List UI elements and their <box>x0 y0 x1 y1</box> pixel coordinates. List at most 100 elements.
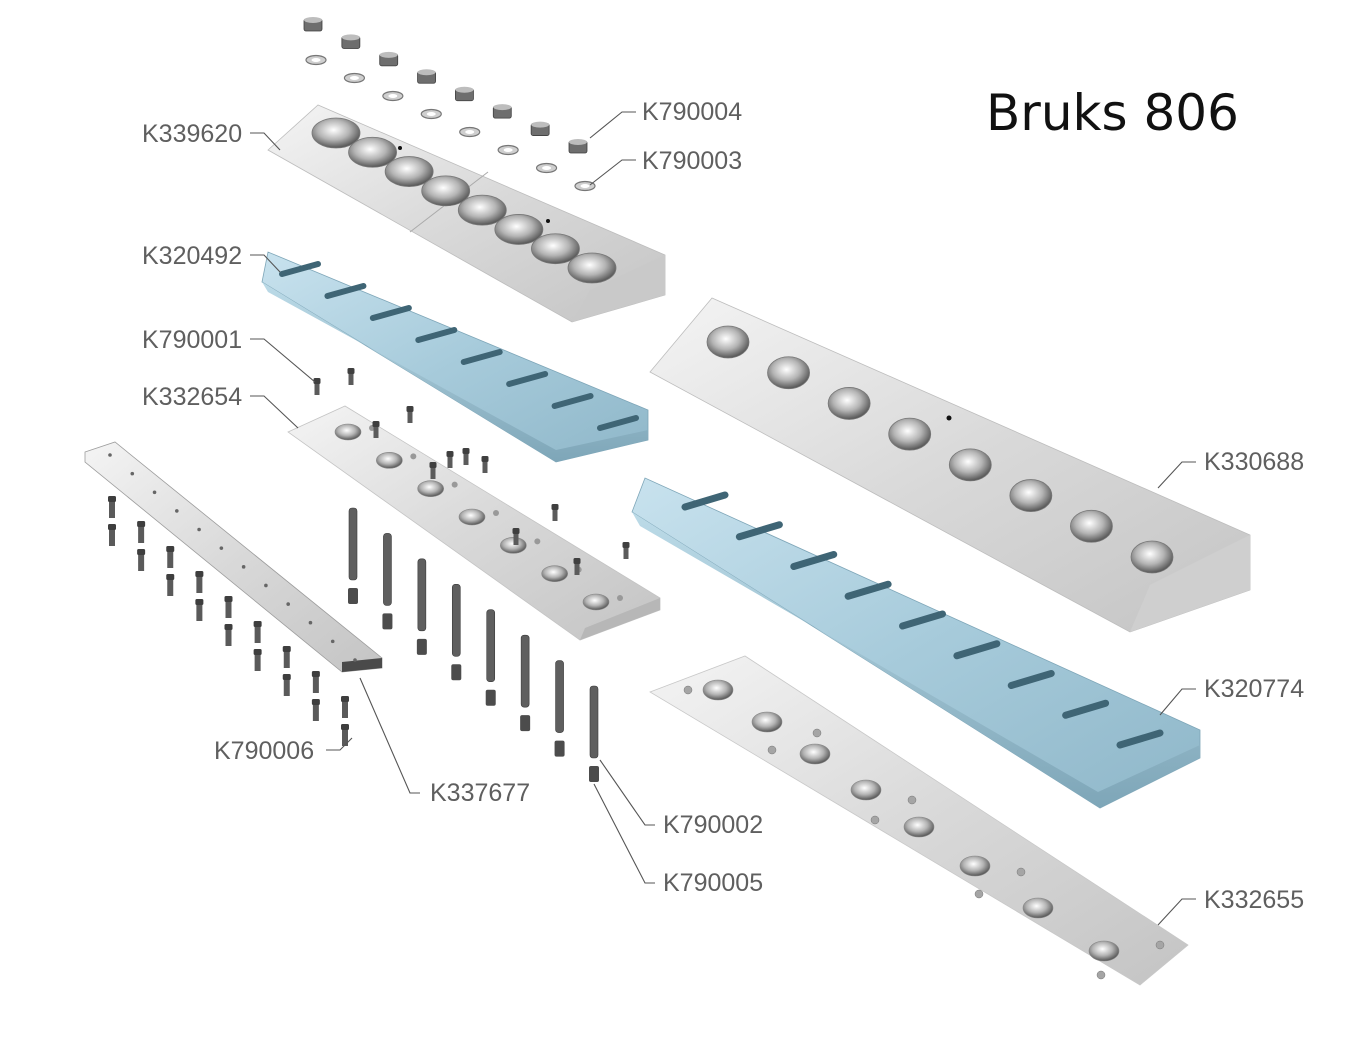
blade-slot <box>369 305 412 321</box>
stud <box>486 609 496 683</box>
counterbore-hole <box>706 325 750 359</box>
small-hole <box>1016 867 1026 877</box>
diagram-title: Bruks 806 <box>986 84 1239 142</box>
label-nut: K790004 <box>642 98 743 126</box>
small-hole <box>683 685 693 695</box>
nut-top <box>531 121 550 128</box>
bolt-head <box>166 546 175 552</box>
small-hole <box>1155 940 1165 950</box>
cap-screw-head <box>573 558 581 564</box>
bolt-shank <box>312 703 319 721</box>
cap-screw-shank <box>552 508 558 521</box>
bolt-shank <box>167 550 174 568</box>
cap-screw-head <box>347 368 355 374</box>
bolt-head <box>195 599 204 605</box>
stud <box>383 533 392 606</box>
leader-line <box>1157 461 1196 489</box>
counterbore-hole <box>799 743 831 765</box>
bolt-shank <box>312 675 319 693</box>
counterbore-hole <box>1022 897 1054 919</box>
bolts-group <box>108 496 349 746</box>
counterbore-hole <box>541 565 568 582</box>
cap-screw-shank <box>348 372 354 385</box>
bar-hole <box>197 527 201 532</box>
stud <box>348 507 358 581</box>
counterbore-hole <box>582 593 610 611</box>
washer-hole <box>388 94 398 98</box>
bar-hole <box>175 509 179 513</box>
bolt-head <box>166 574 175 580</box>
cap-screw-head <box>622 542 630 548</box>
blade-slot <box>551 393 594 409</box>
bar-hole <box>152 490 157 495</box>
counterbore-hole <box>850 779 882 801</box>
blade-slot <box>1062 699 1110 719</box>
blade-slot <box>415 327 458 343</box>
blade-slot <box>844 580 892 600</box>
flat-bar-end <box>342 658 382 672</box>
counterbore-hole <box>959 855 991 877</box>
small-hole <box>410 453 417 460</box>
blade-slot <box>953 640 1001 660</box>
blade-slot <box>681 491 729 511</box>
bar-hole <box>353 658 357 662</box>
label-cap-screw: K790001 <box>142 326 243 354</box>
label-small-base: K332654 <box>142 383 243 411</box>
stud <box>555 660 564 733</box>
bolt-head <box>253 649 262 655</box>
sleeve <box>589 766 599 782</box>
blade-slot <box>1116 729 1164 749</box>
nut-top <box>341 34 360 41</box>
counterbore-hole <box>1070 509 1113 543</box>
blade-slot <box>899 610 946 630</box>
leader-line <box>250 132 281 151</box>
cap-screw-head <box>372 421 380 427</box>
small-hole <box>974 889 984 899</box>
flat-bar-top <box>84 441 383 673</box>
nut-top <box>417 69 436 76</box>
bolt-shank <box>254 625 261 643</box>
bolt-shank <box>283 678 290 696</box>
cap-screw-head <box>429 462 437 468</box>
bolt-shank <box>138 553 145 571</box>
part-flat-bar <box>84 441 383 673</box>
sleeve <box>554 740 565 757</box>
sleeve <box>520 715 531 732</box>
small-blade-bevel <box>262 282 648 462</box>
small-hole <box>767 745 777 755</box>
countersunk-hole <box>567 252 617 284</box>
cap-screw-head <box>313 378 321 384</box>
leader-line <box>1159 688 1196 716</box>
bar-hole <box>330 639 335 644</box>
bar-hole <box>108 453 112 457</box>
cap-screw-head <box>446 451 454 457</box>
nut-top <box>493 104 512 111</box>
cap-screw-shank <box>482 460 488 473</box>
leader-line <box>1157 898 1196 926</box>
leader-line <box>326 737 353 751</box>
label-large-base: K332655 <box>1204 886 1305 914</box>
bolt-shank <box>167 578 174 596</box>
washers-group <box>305 54 596 192</box>
leader-line <box>599 759 655 826</box>
washer-hole <box>311 58 321 62</box>
top-clamp-holes <box>311 117 617 284</box>
large-clamp-holes <box>706 325 1174 574</box>
bolt-shank <box>283 650 290 668</box>
blade-slot <box>279 261 321 277</box>
small-hole <box>617 595 623 601</box>
bolt-head <box>137 521 146 527</box>
cap-screw-head <box>551 504 559 510</box>
counterbore-hole <box>1088 940 1120 962</box>
small-hole <box>534 538 541 545</box>
large-base-holes <box>683 679 1165 980</box>
part-top-clamp <box>267 104 666 323</box>
bolt-head <box>137 549 146 555</box>
label-washer: K790003 <box>642 147 743 175</box>
cap-screw-head <box>462 448 470 454</box>
small-hole <box>812 728 822 738</box>
bolt-head <box>311 671 320 677</box>
bolt-head <box>311 699 320 705</box>
cap-screw-shank <box>513 532 519 545</box>
cap-screw-shank <box>430 466 436 479</box>
